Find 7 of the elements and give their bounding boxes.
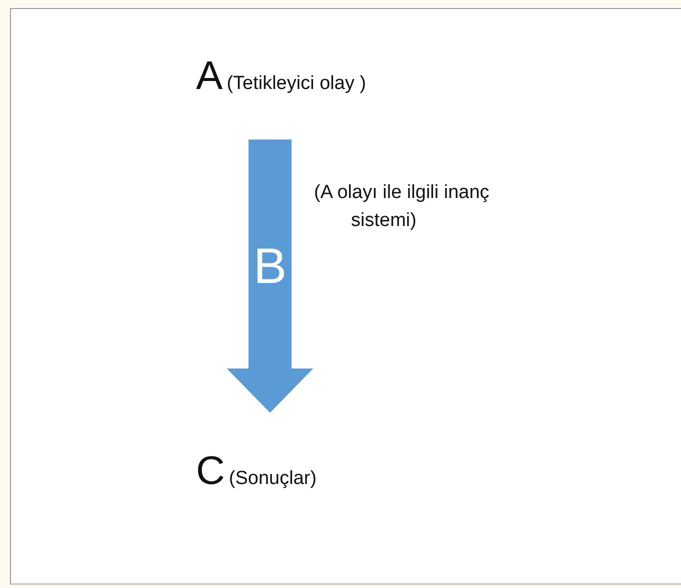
node-description: (Sonuçlar) xyxy=(228,468,317,490)
node-letter: A xyxy=(196,54,223,98)
edge-label: B xyxy=(253,238,287,294)
note-text: (A olayı ile ilgili inanç sistemi) xyxy=(314,181,490,233)
block-arrow xyxy=(226,140,314,413)
node-letter: C xyxy=(196,449,225,493)
node-description: (Tetikleyici olay ) xyxy=(226,73,366,95)
